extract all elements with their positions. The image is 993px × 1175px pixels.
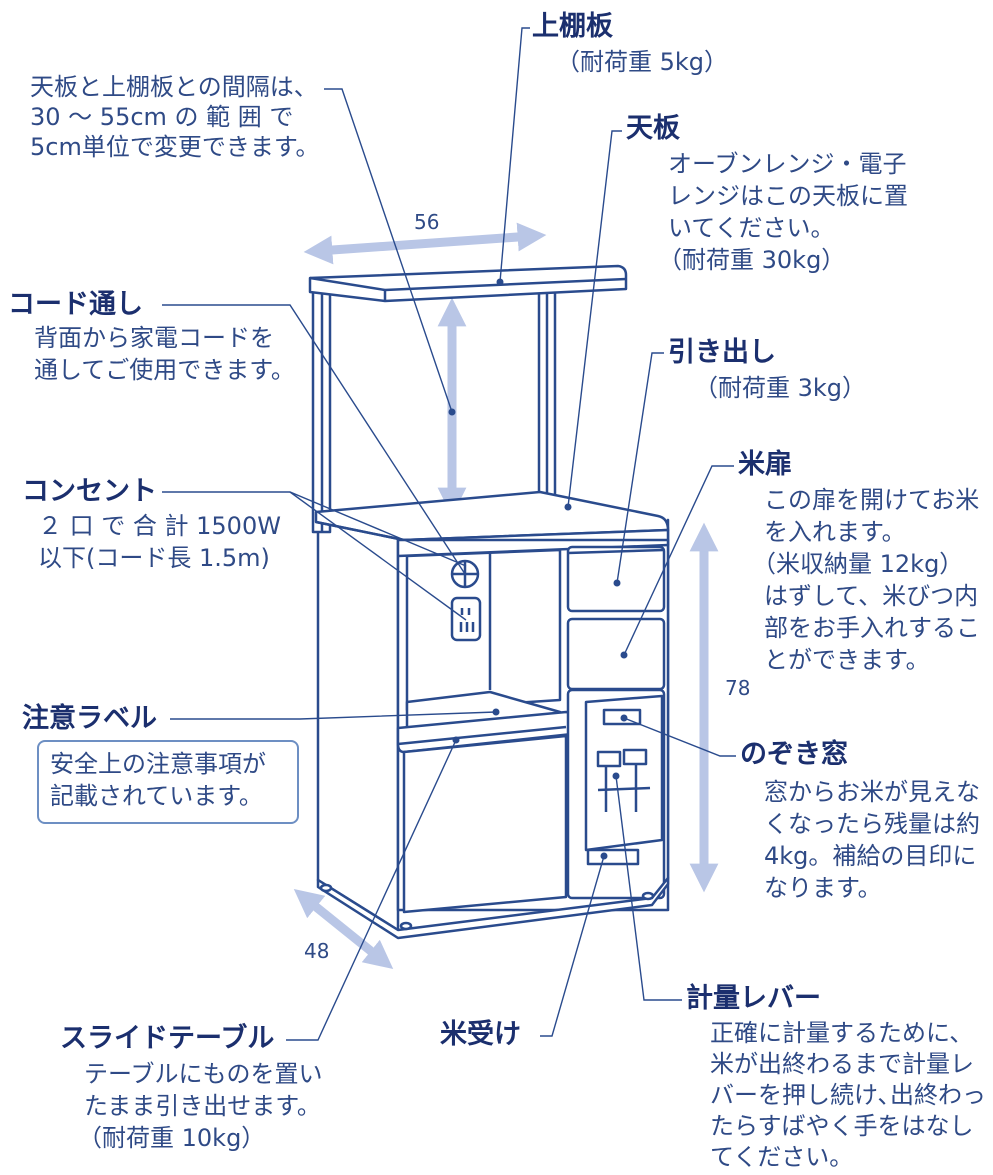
rice-receiver-title: 米受け (440, 1019, 521, 1050)
top-board-line-4: （耐荷重 30kg） (658, 246, 846, 274)
height-dimension-label: 78 (725, 676, 751, 700)
drawer-title: 引き出し (668, 337, 776, 368)
peep-window-note: 窓からお米が見えな くなったら残量は約 4kg。補給の目印に なります。 (764, 776, 980, 904)
top-board-line-3: いてください。 (668, 214, 835, 242)
top-board-title: 天板 (626, 113, 680, 144)
slide-table-line-3: （耐荷重 10kg） (78, 1124, 266, 1152)
measure-lever-line-1: 正確に計量するために、 (710, 1019, 974, 1047)
depth-dimension-label: 48 (304, 939, 330, 963)
caution-label-line-1: 安全上の注意事項が (50, 750, 266, 778)
measure-lever-note: 正確に計量するために、 米が出終わるまで計量レ バーを押し続け､出終わっ たらす… (710, 1018, 986, 1173)
outlet-note: ２ 口 で 合 計 1500W 以下(コード長 1.5m) (38, 510, 281, 574)
outlet-line-2: 以下(コード長 1.5m) (38, 544, 270, 572)
shelf-interval-line-1: 天板と上棚板との間隔は、 (30, 73, 318, 101)
top-shelf-title: 上棚板 (532, 11, 613, 42)
cord-passage-line-2: 通してご使用できます。 (34, 356, 295, 384)
rice-door-line-6: とができます。 (764, 646, 930, 674)
rice-door-line-2: を入れます。 (764, 518, 906, 546)
peep-window-title: のぞき窓 (740, 739, 848, 770)
caution-label-note-box (37, 740, 299, 824)
slide-table-line-1: テーブルにものを置い (84, 1060, 323, 1088)
leader-dots (448, 278, 628, 860)
caution-label-line-2: 記載されています。 (50, 782, 263, 810)
outlet-title: コンセント (22, 476, 157, 507)
cabinet-outline (308, 264, 670, 940)
drawer-load: （耐荷重 3kg） (694, 374, 867, 402)
slide-table-line-2: たまま引き出せます。 (84, 1092, 321, 1120)
peep-window-line-3: 4kg。補給の目印に (764, 842, 977, 870)
top-board-line-1: オーブンレンジ・電子 (668, 150, 907, 178)
measure-lever-title: 計量レバー (686, 983, 821, 1014)
leader-lines (162, 27, 736, 1041)
rice-door-note: この扉を開けてお米 を入れます。 （米収納量 12kg） はずして、米びつ内 部… (752, 484, 980, 676)
cord-passage-note: 背面から家電コードを 通してご使用できます。 (34, 322, 295, 386)
measure-lever-line-3: バーを押し続け､出終わっ (710, 1081, 986, 1109)
measure-lever-line-5: てください。 (710, 1143, 854, 1171)
shelf-interval-line-3: 5cm単位で変更できます。 (30, 133, 320, 161)
rice-door-line-3: （米収納量 12kg） (752, 550, 964, 578)
peep-window-line-2: くなったら残量は約 (764, 810, 980, 838)
rice-door-line-1: この扉を開けてお米 (764, 486, 980, 514)
shelf-interval-line-2: 30 ～ 55cm の 範 囲 で (30, 103, 294, 131)
rice-door-line-4: はずして、米びつ内 (764, 582, 979, 610)
caution-label-note: 安全上の注意事項が 記載されています。 (50, 748, 266, 812)
top-board-note: オーブンレンジ・電子 レンジはこの天板に置 いてください。 （耐荷重 30kg） (658, 148, 908, 276)
width-arrow (303, 222, 547, 265)
rice-door-line-5: 部をお手入れするこ (764, 614, 980, 642)
slide-table-title: スライドテーブル (60, 1023, 275, 1054)
depth-arrow (293, 888, 394, 970)
peep-window-line-4: なります。 (764, 874, 882, 902)
width-dimension-label: 56 (414, 210, 440, 234)
cord-passage-title: コード通し (8, 289, 143, 320)
rice-door-title: 米扉 (738, 449, 792, 480)
measure-lever-line-4: たらすばやく手をはなし (710, 1112, 974, 1140)
slide-table-note: テーブルにものを置い たまま引き出せます。 （耐荷重 10kg） (78, 1058, 323, 1154)
outlet-line-1: ２ 口 で 合 計 1500W (38, 512, 281, 540)
cord-passage-line-1: 背面から家電コードを (34, 324, 274, 352)
measure-lever-line-2: 米が出終わるまで計量レ (710, 1050, 974, 1078)
shelf-interval-note: 天板と上棚板との間隔は、 30 ～ 55cm の 範 囲 で 5cm単位で変更で… (30, 72, 319, 162)
top-shelf-load: （耐荷重 5kg） (556, 48, 729, 76)
peep-window-line-1: 窓からお米が見えな (764, 778, 980, 806)
top-board-line-2: レンジはこの天板に置 (668, 182, 908, 210)
caution-label-title: 注意ラベル (22, 703, 157, 734)
